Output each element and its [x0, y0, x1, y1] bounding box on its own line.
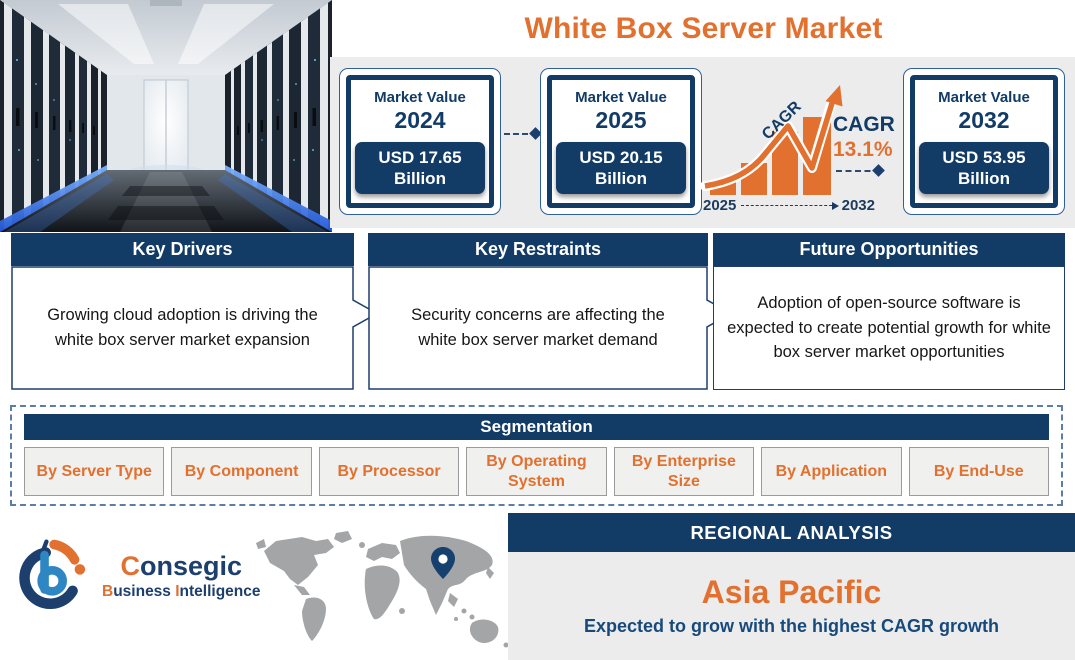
card-inner-frame: Market Value 2032 USD 53.95 Billion	[910, 75, 1058, 208]
timeline-arrowhead-icon	[831, 201, 839, 210]
market-value-label: Market Value	[938, 88, 1030, 106]
key-restraints-panel: Key Restraints Security concerns are aff…	[368, 233, 733, 390]
logo-tagline-intelligence: ntelligence	[179, 582, 261, 600]
server-room-image	[0, 0, 332, 232]
market-value-year: 2024	[394, 106, 446, 133]
segmentation-section: Segmentation By Server Type By Component…	[10, 405, 1063, 506]
market-value-label: Market Value	[575, 88, 667, 106]
dashed-arrow-connector	[836, 163, 885, 177]
cagr-timeline: 2025 2032	[703, 197, 875, 214]
segment-by-processor: By Processor	[318, 447, 460, 496]
cagr-label: CAGR	[833, 113, 895, 136]
segmentation-row: By Server Type By Component By Processor…	[24, 447, 1049, 496]
panel-header: Future Opportunities	[713, 233, 1065, 266]
timeline-dashed-line	[741, 201, 839, 210]
card-inner-frame: Market Value 2025 USD 20.15 Billion	[547, 75, 695, 208]
consegic-logo: Consegic Business Intelligence	[16, 534, 261, 620]
map-pin-icon	[431, 547, 455, 579]
consegic-logo-text: Consegic Business Intelligence	[102, 551, 261, 602]
key-drivers-panel: Key Drivers Growing cloud adoption is dr…	[11, 233, 379, 390]
regional-analysis-header: REGIONAL ANALYSIS	[508, 513, 1075, 552]
region-subtitle: Expected to grow with the highest CAGR g…	[583, 615, 999, 636]
market-value-amount: USD 53.95 Billion	[919, 141, 1049, 195]
panel-header: Key Drivers	[11, 233, 354, 266]
market-value-card-2025: Market Value 2025 USD 20.15 Billion	[540, 68, 702, 215]
market-value-year: 2032	[958, 106, 1010, 133]
timeline-start-year: 2025	[703, 197, 737, 214]
panel-text: Growing cloud adoption is driving the wh…	[47, 306, 318, 349]
segment-by-server-type: By Server Type	[24, 447, 165, 496]
segment-by-application: By Application	[761, 447, 902, 496]
world-map	[256, 531, 509, 648]
segment-by-end-use: By End-Use	[908, 447, 1049, 496]
timeline-end-year: 2032	[841, 197, 875, 214]
panel-text: Security concerns are affecting the whit…	[411, 306, 665, 349]
cagr-growth-chart-icon: CAGR	[700, 85, 843, 195]
market-value-card-2032: Market Value 2032 USD 53.95 Billion	[903, 68, 1065, 215]
panel-header: Key Restraints	[368, 233, 708, 266]
region-name: Asia Pacific	[701, 574, 882, 611]
market-value-label: Market Value	[374, 88, 466, 106]
logo-name: Consegic	[102, 551, 261, 582]
cagr-value: 13.1%	[833, 137, 893, 161]
logo-tagline: Business Intelligence	[102, 582, 261, 602]
segment-by-enterprise-size: By Enterprise Size	[613, 447, 755, 496]
future-opportunities-panel: Future Opportunities Adoption of open-so…	[713, 233, 1065, 390]
logo-tagline-initial-i: I	[175, 582, 180, 600]
logo-name-initial: C	[120, 551, 140, 582]
logo-name-rest: onsegic	[139, 551, 243, 582]
panel-body-shape	[713, 266, 1065, 390]
consegic-logo-mark-icon	[19, 539, 86, 609]
market-value-amount: USD 17.65 Billion	[355, 141, 485, 195]
logo-tagline-initial-b: B	[102, 582, 114, 600]
panel-text: Adoption of open-source software is expe…	[727, 293, 1051, 362]
regional-analysis-body: Asia Pacific Expected to grow with the h…	[508, 552, 1075, 660]
dashed-arrow-connector	[504, 126, 542, 140]
segment-by-operating-system: By Operating System	[466, 447, 607, 496]
logo-tagline-business: usiness	[113, 582, 176, 600]
panel-body-shape	[11, 266, 379, 390]
segmentation-header: Segmentation	[24, 414, 1049, 440]
card-inner-frame: Market Value 2024 USD 17.65 Billion	[346, 75, 494, 208]
segment-by-component: By Component	[171, 447, 312, 496]
market-value-card-2024: Market Value 2024 USD 17.65 Billion	[339, 68, 501, 215]
page-title: White Box Server Market	[524, 11, 883, 45]
market-value-year: 2025	[595, 106, 647, 133]
cagr-value-block: CAGR 13.1%	[833, 113, 895, 163]
market-value-amount: USD 20.15 Billion	[556, 141, 686, 195]
